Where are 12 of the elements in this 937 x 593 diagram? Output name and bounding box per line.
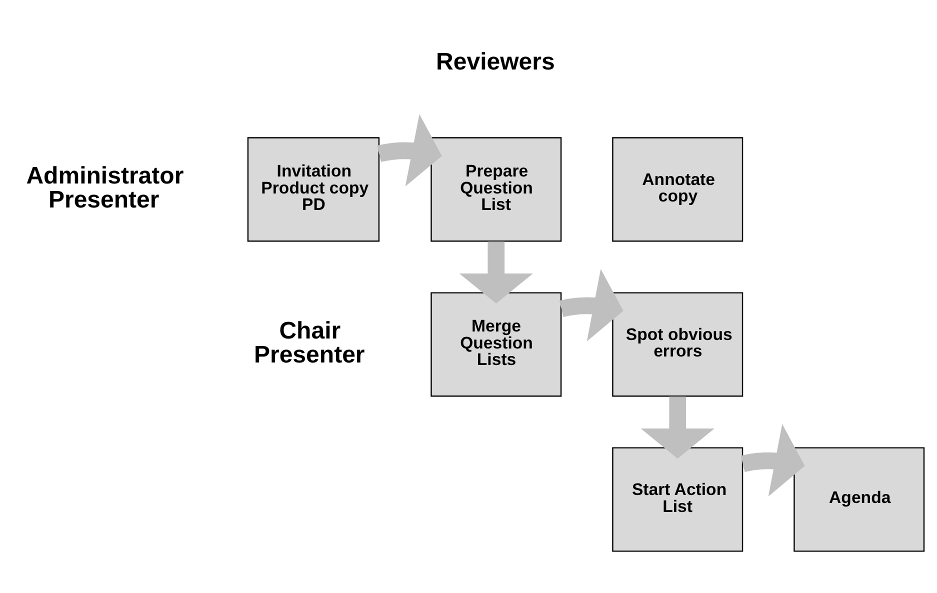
node-box: Invitation Product copy PD: [247, 136, 380, 242]
node-box: Merge Question Lists: [430, 292, 562, 396]
label: Reviewers: [436, 48, 555, 75]
label: Administrator Presenter: [26, 162, 184, 213]
node-box: Start Action List: [612, 446, 744, 552]
node-box: Spot obvious errors: [612, 292, 744, 396]
node-box: Prepare Question List: [430, 136, 562, 242]
node-box: Annotate copy: [612, 136, 744, 242]
node-box: Agenda: [794, 446, 925, 552]
label: Chair Presenter: [254, 316, 365, 368]
arrow: [459, 240, 533, 304]
arrow: [640, 396, 714, 458]
